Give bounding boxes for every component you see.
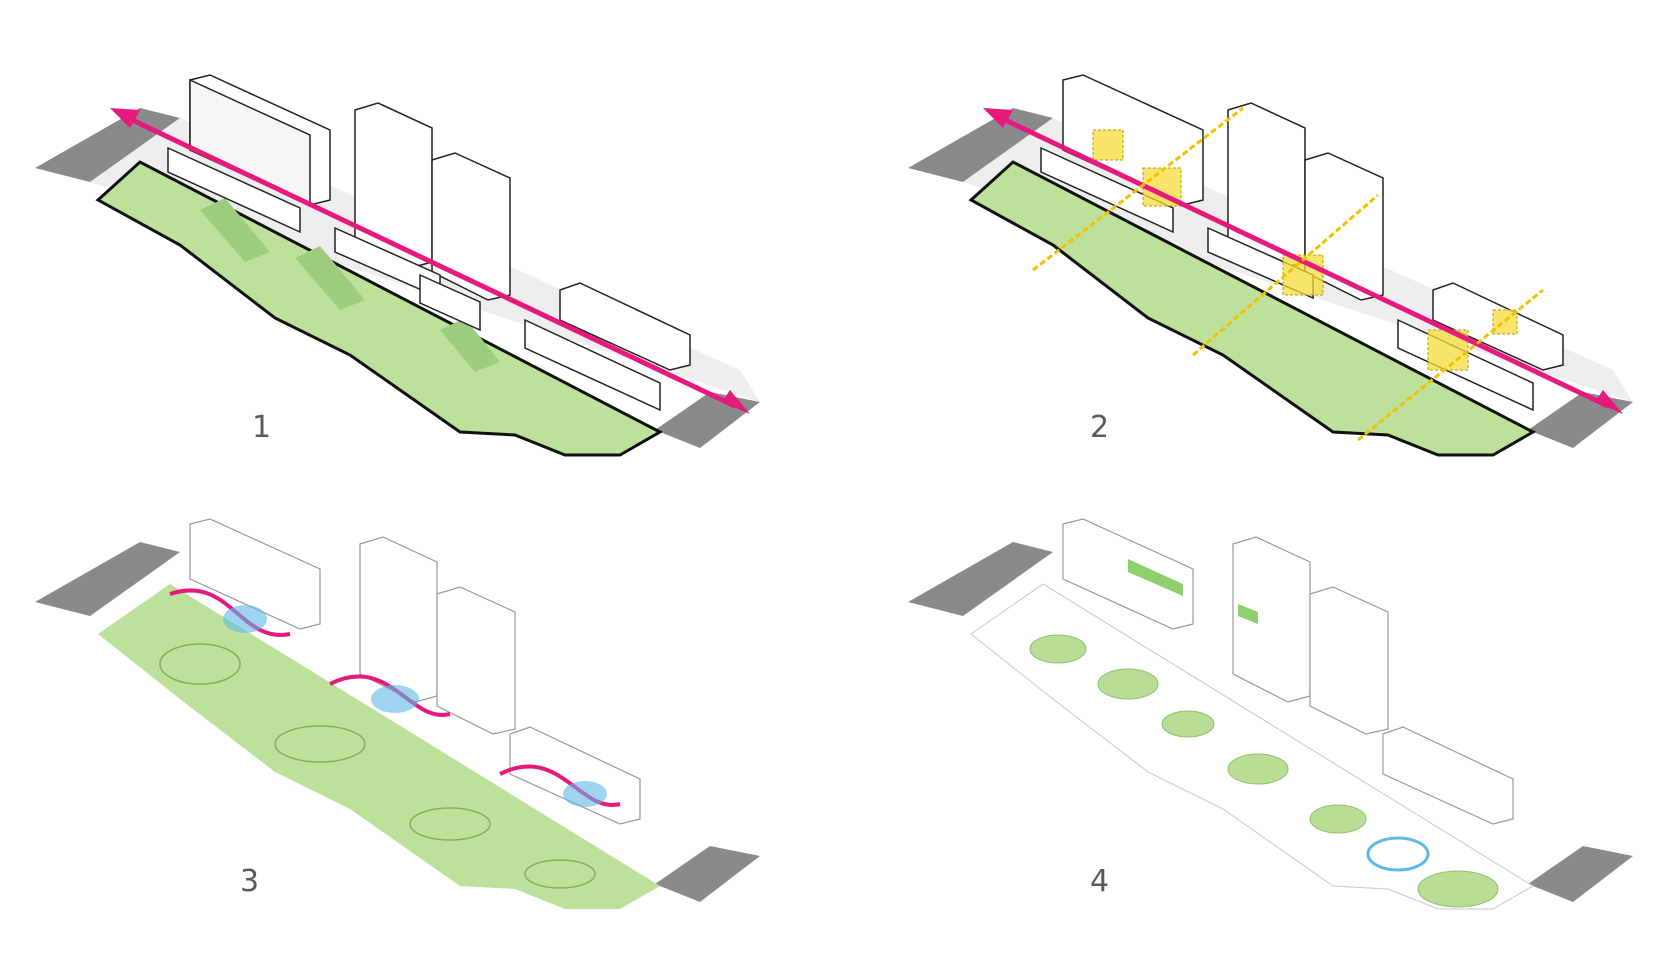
step-label-4: 4 xyxy=(1090,864,1109,899)
diagram-4 xyxy=(838,484,1676,968)
diagram-3 xyxy=(0,484,838,968)
panel-4: 4 xyxy=(838,484,1676,968)
road-lower xyxy=(1528,392,1633,448)
panel-1: 1 xyxy=(0,0,838,484)
step-label-3: 3 xyxy=(240,864,259,899)
road-lower xyxy=(655,392,760,448)
diagram-1 xyxy=(0,0,838,484)
panel-2: 2 xyxy=(838,0,1676,484)
step-label-1: 1 xyxy=(252,410,271,445)
road-lower xyxy=(1528,846,1633,902)
step-label-2: 2 xyxy=(1090,410,1109,445)
diagram-2 xyxy=(838,0,1676,484)
panel-3: 3 xyxy=(0,484,838,968)
road-lower xyxy=(655,846,760,902)
